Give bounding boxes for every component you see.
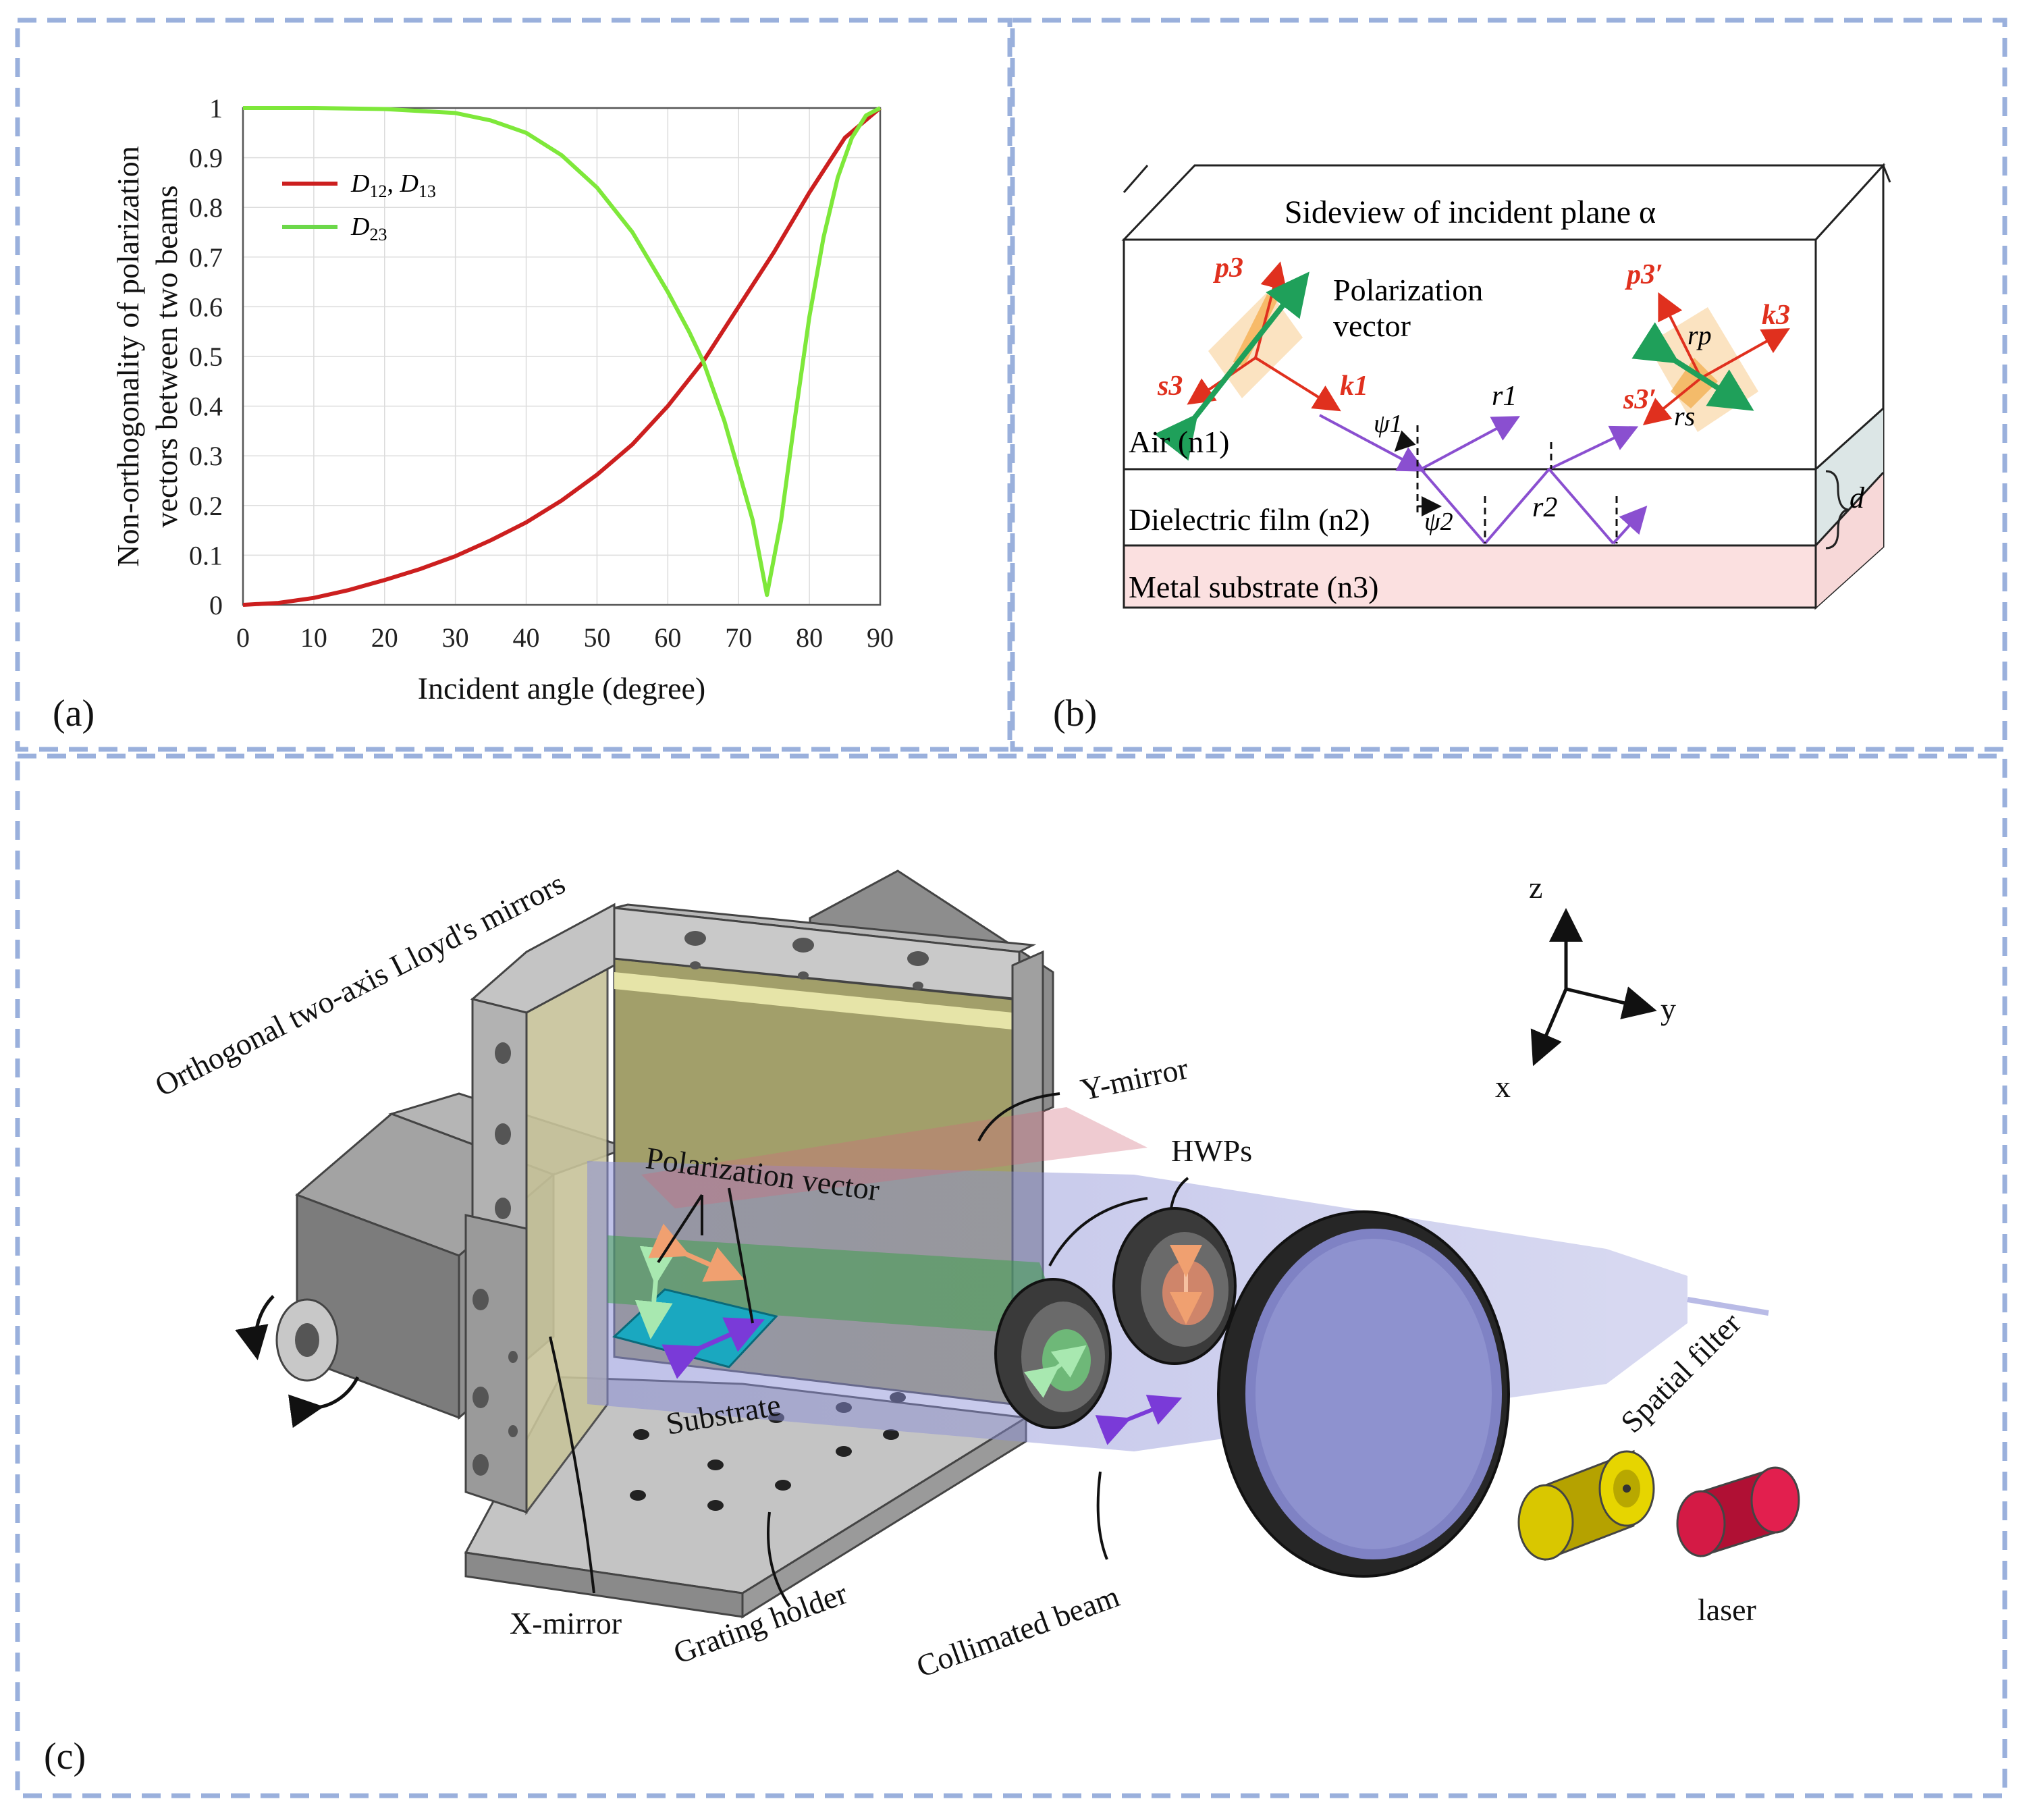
polarization-vector-label-2: vector	[1333, 309, 1411, 343]
metal-side-face	[1816, 473, 1883, 608]
beam-polarization-arrow	[1095, 1395, 1183, 1445]
y-axis-label-line2: vectors between two beams	[149, 185, 184, 527]
polarization-arrow-orange	[648, 1223, 745, 1282]
y-tick-label: 0.2	[189, 491, 223, 521]
plot-frame	[242, 107, 882, 606]
legend: D12, D13 D23	[282, 169, 436, 244]
y-tick-label: 0.4	[189, 392, 223, 422]
thickness-brace	[1825, 470, 1849, 550]
red-beam	[641, 1107, 1148, 1208]
thickness-label: d	[1850, 481, 1865, 514]
axis-label-x: x	[1495, 1069, 1511, 1104]
axis-label-z: z	[1529, 870, 1542, 905]
chart-grid	[242, 107, 881, 606]
y-tick-labels: 0 0.1 0.2 0.3 0.4 0.5 0.6 0.7 0.8 0.9 1	[189, 93, 223, 620]
x-tick-label: 40	[513, 622, 540, 653]
x-tick-label: 30	[442, 622, 469, 653]
r2-label: r2	[1532, 492, 1557, 523]
panel-b-title: Sideview of incident plane α	[1285, 194, 1656, 230]
polarization-arrow-purple	[662, 1317, 765, 1379]
layer-air-label: Air (n1)	[1129, 425, 1229, 459]
label-y-mirror: Y-mirror	[1077, 1050, 1191, 1106]
x-tick-label: 80	[796, 622, 823, 653]
psi2-label: ψ2	[1424, 508, 1453, 536]
p3-prime-label: p3′	[1625, 259, 1663, 290]
y-axis	[1565, 986, 1657, 1019]
x-tick-label: 20	[371, 622, 398, 653]
x-tick-label: 70	[725, 622, 752, 653]
film-side-face	[1816, 408, 1883, 545]
x-tick-label: 0	[236, 622, 250, 653]
hwp-1	[994, 1278, 1112, 1429]
y-tick-label: 0.8	[189, 192, 223, 223]
panel-label-b: (b)	[1053, 693, 1097, 734]
rp-label: rp	[1688, 320, 1712, 350]
r1-label: r1	[1492, 381, 1517, 412]
x-tick-label: 90	[867, 622, 894, 653]
s3-label: s3	[1157, 371, 1183, 402]
series-line-0	[242, 106, 882, 607]
y-tick-label: 0.1	[189, 540, 223, 570]
y-tick-label: 1	[209, 93, 223, 124]
x-tick-label: 50	[583, 622, 610, 653]
polarization-vector-label-1: Polarization	[1333, 273, 1483, 307]
y-axis-label-line1: Non-orthogonality of polarization	[111, 146, 145, 566]
k1-label: k1	[1340, 371, 1368, 402]
collimating-lens	[1217, 1210, 1510, 1578]
y-tick-label: 0.3	[189, 441, 223, 471]
panel-label-a: (a)	[53, 693, 94, 734]
layer-metal-label: Metal substrate (n3)	[1129, 570, 1378, 604]
label-collimated-beam: Collimated beam	[912, 1578, 1124, 1684]
rs-label: rs	[1674, 401, 1695, 431]
series-line-1	[243, 106, 882, 597]
x-tick-label: 10	[300, 622, 327, 653]
p3-label: p3	[1213, 252, 1243, 284]
hwp-2	[1112, 1207, 1237, 1365]
y-tick-label: 0.5	[189, 342, 223, 372]
y-tick-label: 0	[209, 590, 223, 620]
spatial-filter	[1517, 1449, 1655, 1561]
panel-c-setup: z y x Orthogonal two-axis Lloyd's mirror…	[44, 866, 1800, 1777]
panel-label-c: (c)	[44, 1736, 86, 1777]
rotation-arrow-top	[235, 1295, 275, 1360]
y-tick-label: 0.6	[189, 292, 223, 322]
polarization-arrow-green	[634, 1246, 678, 1339]
s3-prime-label: s3′	[1623, 384, 1656, 415]
label-x-mirror: X-mirror	[510, 1606, 622, 1640]
psi1-label: ψ1	[1374, 410, 1403, 438]
legend-label-d12-d13: D12, D13	[350, 169, 436, 201]
metal-substrate-layer	[1123, 544, 1817, 609]
x-tick-labels: 0 10 20 30 40 50 60 70 80 90	[236, 622, 894, 653]
rotation-arrow-bottom	[288, 1376, 360, 1428]
panel-b-diagram: d Sideview of incident plane α p3 s3 k1 …	[1053, 163, 1891, 734]
coordinate-axes	[1530, 908, 1657, 1067]
y-tick-label: 0.7	[189, 242, 223, 273]
laser-source	[1676, 1466, 1800, 1558]
x-axis-label: Incident angle (degree)	[418, 671, 706, 705]
chart-series	[242, 106, 882, 607]
x-axis	[1530, 988, 1568, 1067]
layer-film-label: Dielectric film (n2)	[1129, 502, 1370, 537]
y-tick-label: 0.9	[189, 143, 223, 173]
x-tick-label: 60	[654, 622, 681, 653]
k3-label: k3	[1762, 300, 1790, 331]
axis-label-y: y	[1660, 992, 1676, 1026]
label-laser: laser	[1698, 1593, 1756, 1627]
panel-borders	[15, 18, 2007, 1798]
label-hwps: HWPs	[1171, 1133, 1252, 1168]
legend-label-d23: D23	[350, 213, 387, 244]
